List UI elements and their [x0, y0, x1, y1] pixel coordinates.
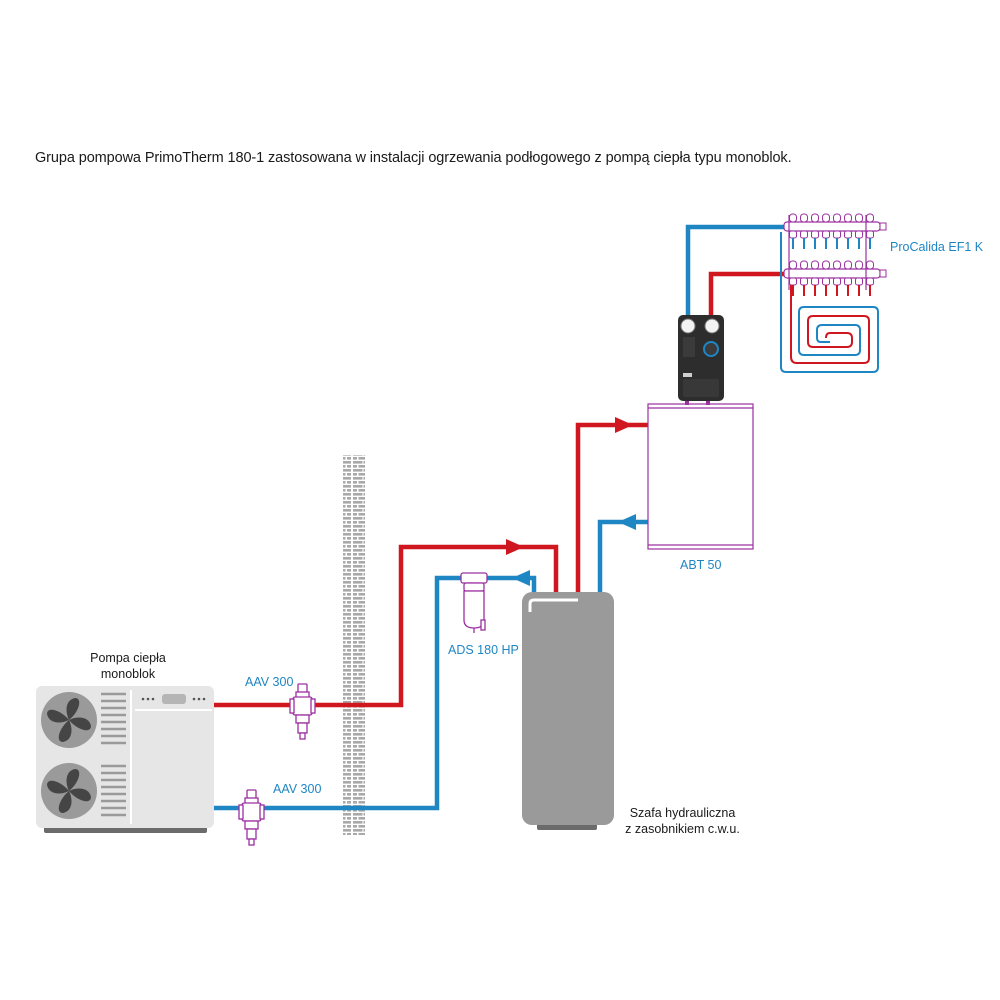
- flow-arrow-buffer-supply: [615, 417, 633, 433]
- floor-heating-manifold-icon: [783, 213, 887, 296]
- manifold-fitting: [811, 230, 819, 239]
- heat-pump-label-line1: Pompa ciepła: [90, 651, 166, 665]
- manifold-end-cap: [879, 269, 887, 278]
- manifold-fitting: [855, 277, 863, 286]
- buffer-tank-label: ABT 50: [680, 558, 722, 572]
- flow-arrow-return: [512, 570, 530, 586]
- manifold-valve-top: [800, 260, 808, 270]
- return-pipe-buffer: [597, 519, 648, 592]
- floor-heating-loop-icon: [780, 232, 879, 373]
- manifold-fitting: [833, 230, 841, 239]
- heat-pump-label: Pompa ciepła monoblok: [78, 650, 178, 682]
- manifold-fitting: [866, 277, 874, 286]
- return-pipe-manifold: [685, 224, 785, 318]
- manifold-valve-top: [866, 213, 874, 223]
- manifold-fitting: [844, 277, 852, 286]
- manifold-valve-top: [844, 260, 852, 270]
- diagram-caption: Grupa pompowa PrimoTherm 180-1 zastosowa…: [35, 150, 792, 166]
- manifold-valve-top: [844, 213, 852, 223]
- manifold-valve-top: [866, 260, 874, 270]
- anti-freeze-valve-return-icon: [238, 789, 265, 846]
- manifold-end-cap: [879, 222, 887, 231]
- manifold-valve-top: [833, 213, 841, 223]
- manifold-valve-top: [855, 213, 863, 223]
- manifold-valve-top: [811, 213, 819, 223]
- valve-supply-label: AAV 300: [245, 675, 294, 689]
- supply-pipe-buffer: [575, 422, 648, 592]
- return-pipe-heatpump: [213, 575, 537, 811]
- manifold-fitting: [833, 277, 841, 286]
- valve-return-label: AAV 300: [273, 782, 322, 796]
- manifold-label: ProCalida EF1 K: [890, 240, 984, 254]
- hydraulic-cabinet-label-line2: z zasobnikiem c.w.u.: [625, 822, 740, 836]
- manifold-fitting: [789, 230, 797, 239]
- manifold-valve-top: [789, 260, 797, 270]
- heat-pump-label-line2: monoblok: [100, 667, 156, 681]
- flow-arrow-buffer-return: [618, 514, 636, 530]
- supply-pipe-manifold: [708, 271, 785, 318]
- manifold-valve-top: [811, 260, 819, 270]
- manifold-fitting: [811, 277, 819, 286]
- hydraulic-cabinet-icon: [522, 592, 614, 830]
- manifold-fitting: [800, 277, 808, 286]
- flow-arrow-supply: [506, 539, 524, 555]
- supply-pipe-heatpump: [213, 544, 559, 708]
- manifold-valve-top: [833, 260, 841, 270]
- manifold-valve-top: [789, 213, 797, 223]
- fan-icon: [41, 692, 97, 748]
- manifold-fitting: [855, 230, 863, 239]
- manifold-fitting: [789, 277, 797, 286]
- magnetic-filter-icon: [460, 572, 488, 633]
- manifold-valve-top: [822, 213, 830, 223]
- manifold-fitting: [822, 277, 830, 286]
- brick-wall-icon: [343, 455, 365, 835]
- buffer-tank-icon: [647, 403, 754, 550]
- filter-label: ADS 180 HP: [448, 643, 519, 657]
- manifold-fitting: [822, 230, 830, 239]
- manifold-fitting: [866, 230, 874, 239]
- hydraulic-cabinet-label-line1: Szafa hydrauliczna: [629, 806, 736, 820]
- heat-pump-outdoor-unit-icon: [36, 686, 214, 833]
- manifold-fitting: [844, 230, 852, 239]
- pump-group-icon: [678, 315, 724, 405]
- anti-freeze-valve-supply-icon: [289, 683, 316, 740]
- manifold-valve-top: [800, 213, 808, 223]
- manifold-valve-top: [822, 260, 830, 270]
- manifold-fitting: [800, 230, 808, 239]
- manifold-valve-top: [855, 260, 863, 270]
- fan-icon: [41, 763, 97, 819]
- hydraulic-cabinet-label: Szafa hydrauliczna z zasobnikiem c.w.u.: [620, 805, 745, 837]
